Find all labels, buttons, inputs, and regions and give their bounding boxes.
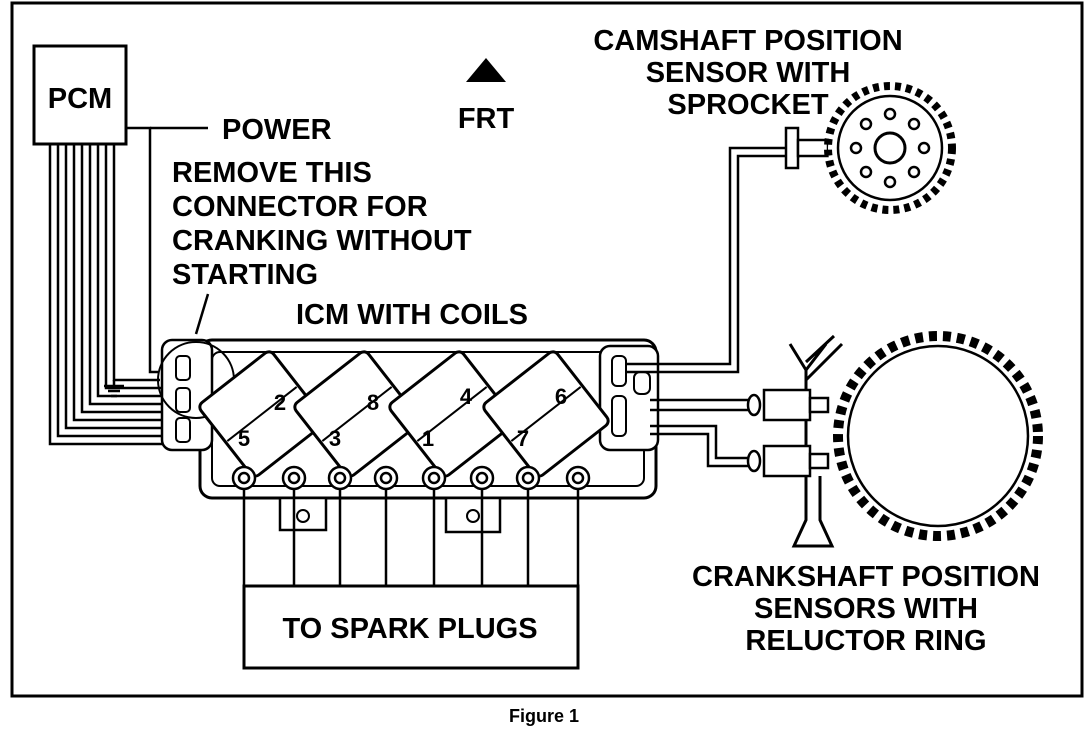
remove-line-4: STARTING [172,259,318,291]
diagram-border [10,1,1084,698]
crankshaft-line-1: CRANKSHAFT POSITION [692,561,1040,593]
coil-pack-2 [293,350,421,478]
crankshaft-line-3: RELUCTOR RING [745,625,986,657]
mounting-tab-left [278,496,328,532]
right-connector [598,344,660,452]
coil-4-top-number: 6 [555,384,567,409]
coil-2-bottom-number: 3 [329,426,341,451]
coil-pack-1 [198,350,326,478]
spark-plugs-box: TO SPARK PLUGS [242,584,580,670]
camshaft-line-1: CAMSHAFT POSITION [593,25,902,57]
crankshaft-wiring [650,398,752,468]
reluctor-ring [833,331,1043,541]
coil-1-top-number: 2 [274,390,286,415]
front-arrow: FRT [458,58,515,135]
coil-1-bottom-number: 5 [238,426,250,451]
coil-2-top-number: 8 [367,390,379,415]
crankshaft-label: CRANKSHAFT POSITION SENSORS WITH RELUCTO… [692,561,1040,657]
remove-connector-note: REMOVE THIS CONNECTOR FOR CRANKING WITHO… [172,157,472,335]
pcm-module: PCM [32,44,128,146]
crankshaft-sensors [746,388,830,478]
ground-icon [104,380,124,398]
mounting-tab-right [444,496,502,534]
camshaft-sprocket [824,82,956,214]
camshaft-line-2: SENSOR WITH [646,57,851,89]
remove-line-2: CONNECTOR FOR [172,191,428,223]
power-line: POWER [126,114,332,374]
icm-label: ICM WITH COILS [296,299,528,331]
remove-line-1: REMOVE THIS [172,157,372,189]
power-label: POWER [222,114,332,146]
pcm-wiring-harness [48,144,176,446]
crankshaft-line-2: SENSORS WITH [754,593,978,625]
spark-plug-leads [242,489,580,586]
spark-plugs-label: TO SPARK PLUGS [282,613,537,645]
camshaft-sensor [784,126,830,170]
pcm-label: PCM [48,83,112,115]
coil-pack-4 [482,350,610,478]
figure-caption: Figure 1 [509,706,579,726]
coil-3-top-number: 4 [460,384,473,409]
coil-4-bottom-number: 7 [517,426,529,451]
arrow-up-icon [466,58,506,82]
remove-line-3: CRANKING WITHOUT [172,225,472,257]
camshaft-line-3: SPROCKET [667,89,828,121]
coil-pack-3 [388,350,516,478]
engine-block-section [788,334,844,548]
camshaft-label: CAMSHAFT POSITION SENSOR WITH SPROCKET [593,25,902,121]
frt-label: FRT [458,103,515,135]
coil-3-bottom-number: 1 [422,426,434,451]
camshaft-wiring [626,146,800,374]
